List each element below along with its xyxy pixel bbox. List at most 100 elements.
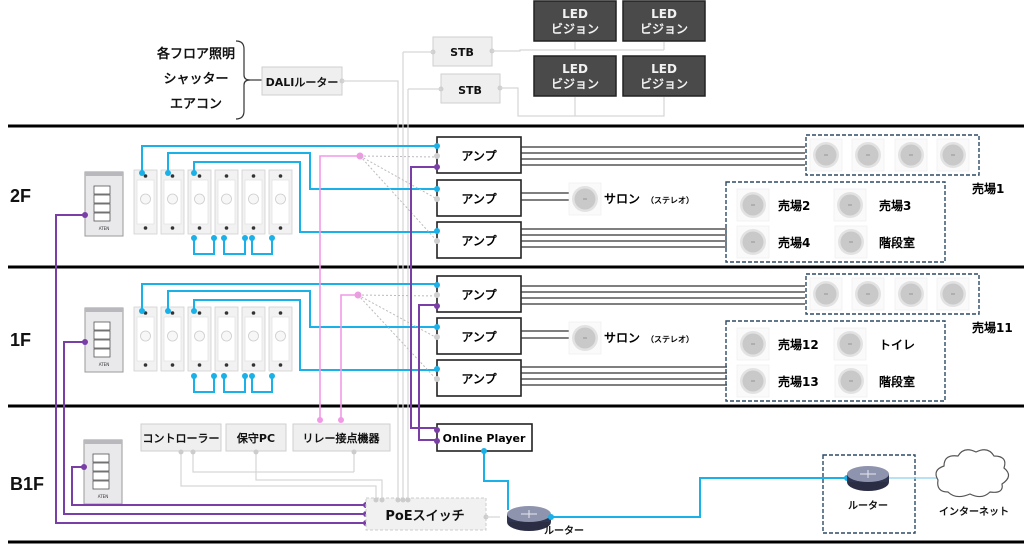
amp-label: アンプ: [461, 148, 497, 163]
screw-icon: [170, 174, 175, 178]
maintenance-pc-label: 保守PC: [236, 431, 275, 445]
panel-button[interactable]: [92, 480, 110, 490]
volume-controller-1f-5[interactable]: [241, 306, 266, 372]
relay-device-box[interactable]: [292, 423, 391, 452]
amp-2f-3[interactable]: アンプ: [434, 221, 727, 259]
cloud-icon[interactable]: [935, 449, 1010, 498]
volume-knob-icon[interactable]: [194, 193, 205, 205]
panel-1f[interactable]: ATEN: [84, 307, 124, 373]
online-player-box[interactable]: [436, 423, 533, 452]
amp-label: アンプ: [461, 371, 497, 386]
amp-1f-2[interactable]: アンプ: [434, 317, 578, 355]
amp-2f-1[interactable]: アンプ: [434, 136, 805, 174]
volume-controller-2f-2[interactable]: [160, 169, 185, 235]
volume-controller-2f-5[interactable]: [241, 169, 266, 235]
panel-b1f-network-line: [71, 466, 366, 506]
volume-controller-2f-3[interactable]: [187, 169, 212, 235]
amp-box[interactable]: [436, 275, 522, 313]
panel-button[interactable]: [93, 212, 111, 222]
dali-source-shutter: シャッター: [163, 72, 228, 87]
dali-source-lighting: 各フロア照明: [156, 46, 235, 62]
controller[interactable]: コントローラー: [140, 423, 222, 452]
router-local[interactable]: ルーター: [507, 506, 584, 537]
volume-knob-icon[interactable]: [275, 193, 286, 205]
port-dot: [211, 235, 217, 241]
volume-knob-icon[interactable]: [140, 193, 151, 205]
amp-1f-1[interactable]: アンプ: [434, 275, 805, 313]
panel-2f[interactable]: ATEN: [84, 171, 124, 237]
panel-button[interactable]: [92, 471, 110, 481]
volume-controller-1f-2[interactable]: [160, 306, 185, 372]
panel-button[interactable]: [93, 185, 111, 195]
panel-button[interactable]: [93, 194, 111, 204]
volume-knob-icon[interactable]: [167, 193, 178, 205]
maintenance-pc[interactable]: 保守PC: [225, 423, 287, 452]
volume-controller-1f-4[interactable]: [214, 306, 239, 372]
volume-knob-icon[interactable]: [275, 330, 286, 342]
control-line: [251, 376, 273, 393]
volume-knob-icon[interactable]: [221, 330, 232, 342]
poe-switch-box[interactable]: [365, 497, 487, 531]
panel-button[interactable]: [92, 462, 110, 472]
volume-knob-icon[interactable]: [221, 193, 232, 205]
panel-button[interactable]: [93, 348, 111, 358]
port-dot: [434, 366, 440, 372]
amp-label: アンプ: [461, 191, 497, 206]
panel-button[interactable]: [93, 330, 111, 340]
poe-switch[interactable]: PoEスイッチ: [365, 497, 489, 531]
panel-top: [85, 308, 123, 312]
volume-knob-icon[interactable]: [167, 330, 178, 342]
screw-icon: [170, 226, 175, 230]
volume-controller-2f-6[interactable]: [268, 169, 293, 235]
port-dot: [434, 438, 440, 444]
panel-button[interactable]: [92, 453, 110, 463]
port-dot: [351, 449, 357, 455]
zone-label: 売場12: [778, 337, 819, 352]
volume-knob-icon[interactable]: [140, 330, 151, 342]
relay-fanout-2f: [359, 155, 438, 242]
router-remote[interactable]: ルーター: [847, 466, 889, 512]
amp-box[interactable]: [436, 317, 522, 355]
dali-router-box[interactable]: [261, 66, 343, 96]
volume-knob-icon[interactable]: [194, 330, 205, 342]
internet[interactable]: インターネット: [935, 449, 1010, 518]
control-line: [193, 238, 215, 255]
port-dot: [434, 238, 440, 244]
port-dot: [82, 212, 88, 218]
port-dot: [269, 235, 275, 241]
stb-2[interactable]: STB: [438, 73, 503, 104]
port-dot: [191, 235, 197, 241]
volume-controller-1f-1[interactable]: [133, 306, 158, 372]
amp-2f-2[interactable]: アンプ: [434, 179, 578, 217]
volume-knob-icon[interactable]: [248, 193, 259, 205]
screw-icon: [251, 174, 256, 178]
volume-knob-icon[interactable]: [248, 330, 259, 342]
volume-controller-2f-1[interactable]: [133, 169, 158, 235]
port-dot: [434, 324, 440, 330]
volume-controller-1f-3[interactable]: [187, 306, 212, 372]
port-dot: [191, 308, 197, 314]
zone-label: 売場4: [778, 235, 810, 250]
maintenance-pc-box[interactable]: [225, 423, 287, 452]
poe-switch-label: PoEスイッチ: [385, 509, 464, 524]
relay-device[interactable]: リレー接点機器: [292, 423, 391, 452]
amp-box[interactable]: [436, 179, 522, 217]
amp-1f-3[interactable]: アンプ: [434, 359, 727, 397]
port-dot: [434, 334, 440, 340]
volume-controller-2f-4[interactable]: [214, 169, 239, 235]
panel-b1f[interactable]: ATEN: [83, 439, 123, 505]
stb1-led-drop: [574, 42, 665, 50]
stb-1[interactable]: STB: [430, 36, 495, 67]
dali-router[interactable]: DALIルーター: [261, 66, 345, 96]
panel-brand: ATEN: [98, 494, 108, 499]
panel-button[interactable]: [93, 203, 111, 213]
online-player[interactable]: Online Player: [434, 423, 533, 454]
panel-button[interactable]: [93, 321, 111, 331]
panel-button[interactable]: [93, 339, 111, 349]
zone-label: 売場3: [879, 198, 911, 213]
port-dot: [211, 373, 217, 379]
zone-label: 階段室: [879, 235, 915, 250]
volume-controller-1f-6[interactable]: [268, 306, 293, 372]
speaker-salon-1f: [568, 321, 602, 355]
panel-2f-network-line: [55, 214, 366, 524]
